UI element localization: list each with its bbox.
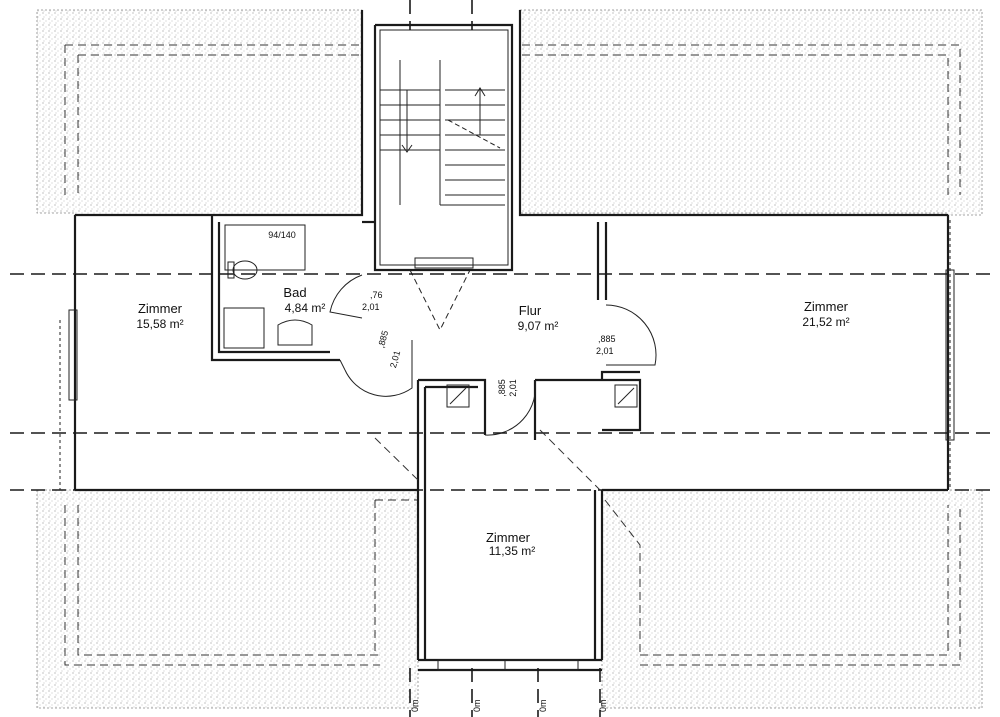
roof-top-right <box>519 9 983 216</box>
chimneys <box>446 384 638 408</box>
bad-door-width: ,76 <box>370 290 383 300</box>
zimmer-left-door-height: 2,01 <box>388 349 402 369</box>
section-mark-2: 0m <box>472 699 482 712</box>
shower <box>223 307 265 349</box>
door-labels: ,76 2,01 ,885 2,01 ,885 2,01 ,885 2,01 <box>362 290 616 397</box>
room-area-bad: 4,84 m² <box>285 301 326 315</box>
eave-lines <box>64 44 961 666</box>
room-name-zimmer-right: Zimmer <box>804 299 849 314</box>
washbasin <box>277 319 313 346</box>
toilet <box>232 260 258 280</box>
zimmer-right-door-height: 2,01 <box>596 346 614 356</box>
bathroom-fixtures <box>223 224 313 349</box>
bathtub <box>224 224 306 271</box>
room-name-zimmer-bottom: Zimmer <box>486 530 531 545</box>
window-size-label: 94/140 <box>268 230 296 240</box>
room-area-zimmer-left: 15,58 m² <box>136 317 183 331</box>
zimmer-left-door-width: ,885 <box>376 329 390 349</box>
section-mark-3: 0m <box>538 699 548 712</box>
staircase <box>379 29 509 332</box>
roof-bottom-left <box>36 489 419 709</box>
windows <box>59 220 955 671</box>
door-swings <box>329 274 657 436</box>
room-area-flur: 9,07 m² <box>518 319 559 333</box>
room-name-flur: Flur <box>519 303 542 318</box>
section-lines <box>10 0 990 717</box>
room-area-zimmer-right: 21,52 m² <box>802 315 849 329</box>
room-area-zimmer-bottom: 11,35 m² <box>489 544 535 558</box>
zimmer-right-door-width: ,885 <box>598 334 616 344</box>
section-mark-4: 0m <box>598 699 608 712</box>
roof-areas <box>36 9 983 709</box>
zimmer-bottom-door-width: ,885 <box>497 379 507 397</box>
zimmer-bottom-door-height: 2,01 <box>508 379 518 397</box>
roof-bottom-right <box>601 489 983 709</box>
section-marks: 0m 0m 0m 0m <box>410 699 608 712</box>
room-name-bad: Bad <box>283 285 306 300</box>
roof-top-left <box>36 9 363 216</box>
room-labels: Zimmer 15,58 m² Bad 4,84 m² Flur 9,07 m²… <box>136 285 849 558</box>
bad-door-height: 2,01 <box>362 302 380 312</box>
section-mark-1: 0m <box>410 699 420 712</box>
room-name-zimmer-left: Zimmer <box>138 301 183 316</box>
